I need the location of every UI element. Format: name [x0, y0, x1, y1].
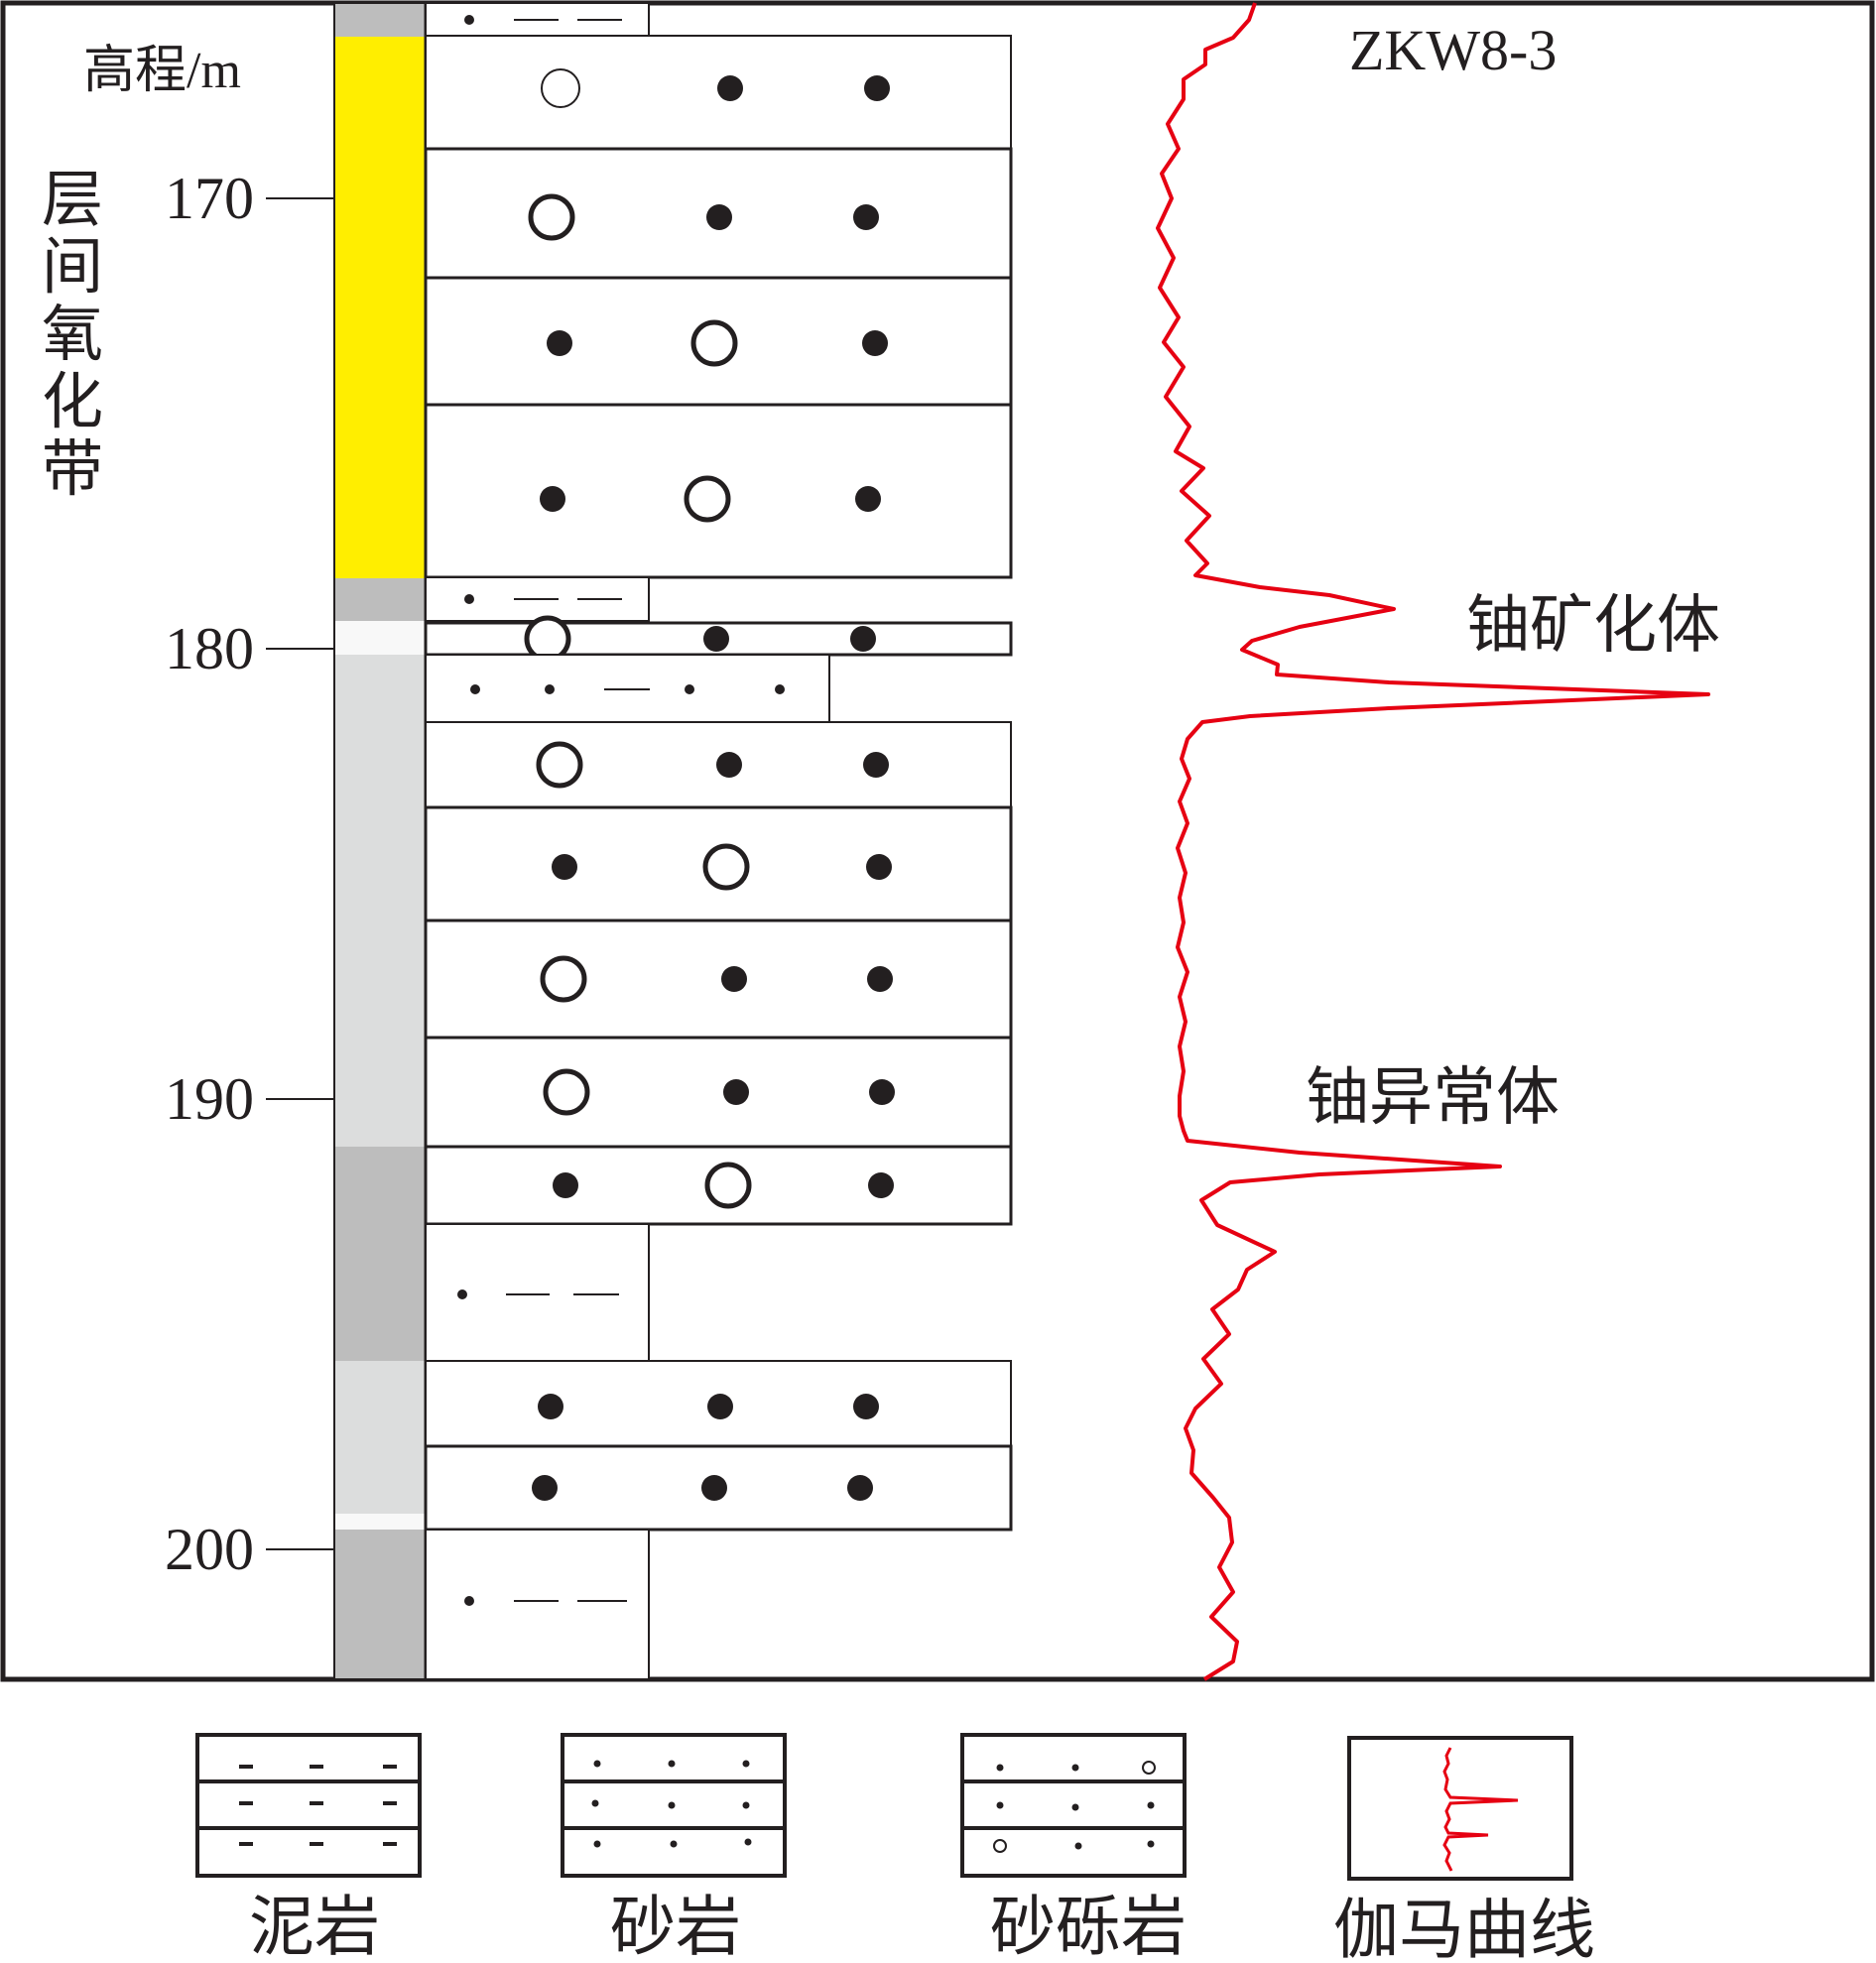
column-gray: [334, 578, 426, 621]
conglomerate-pattern-icon: [960, 1733, 1187, 1878]
silty-mudstone-layer: [425, 654, 830, 723]
conglomerate-layer: [425, 35, 1012, 150]
conglomerate-layer: [424, 805, 1013, 922]
depth-tick-label: 200: [165, 1517, 254, 1582]
column-light-gray: [334, 655, 426, 1147]
legend-item-sandstone: 砂岩: [561, 1733, 787, 1963]
conglomerate-layer: [424, 403, 1013, 579]
conglomerate-layer: [424, 615, 1013, 663]
legend-item-conglomerate: 砂砾岩: [960, 1733, 1187, 1963]
conglomerate-layer: [424, 1036, 1013, 1149]
column-oxidation-zone: [334, 37, 426, 578]
conglomerate-layer: [425, 721, 1012, 808]
conglomerate-layer: [424, 276, 1013, 407]
svg-text:层: 层: [42, 167, 103, 234]
mudstone-layer: [425, 2, 650, 37]
well-id-label: ZKW8-3: [1349, 18, 1557, 82]
svg-text:伽马曲线: 伽马曲线: [1333, 1895, 1595, 1963]
log-frame: [0, 0, 1875, 1682]
mudstone-layer: [425, 576, 650, 622]
column-gray: [334, 1530, 426, 1679]
conglomerate-layer: [424, 1145, 1013, 1226]
legend: 泥岩 砂岩: [195, 1733, 1595, 1963]
svg-text:泥岩: 泥岩: [249, 1892, 380, 1963]
conglomerate-layer: [424, 919, 1013, 1040]
anomaly-body-label: 铀异常体: [1306, 1062, 1560, 1133]
oxidation-zone-label: 层 间 氧 化 带: [42, 167, 103, 504]
svg-text:化: 化: [42, 369, 103, 436]
svg-text:氧: 氧: [42, 302, 103, 369]
svg-text:带: 带: [42, 436, 103, 504]
legend-item-mudstone: 泥岩: [195, 1733, 422, 1963]
svg-text:砂岩: 砂岩: [610, 1892, 741, 1963]
mudstone-layer: [425, 1529, 650, 1680]
depth-axis: 170 180 190 200: [165, 166, 334, 1582]
gamma-curve-symbol-icon: [1347, 1736, 1573, 1881]
depth-tick-label: 180: [165, 616, 254, 681]
zone-color-column: [333, 2, 427, 1680]
column-gray-top: [334, 3, 426, 37]
lithology-column: [424, 2, 1013, 1680]
elevation-axis-title: 高程/m: [83, 43, 241, 99]
sandstone-layer: [425, 1360, 1012, 1447]
sandstone-pattern-icon: [561, 1733, 787, 1878]
mudstone-pattern-icon: [195, 1733, 422, 1878]
sandstone-layer: [424, 1444, 1013, 1532]
conglomerate-layer: [424, 147, 1013, 280]
column-gray: [334, 1147, 426, 1361]
gamma-curve: [1156, 2, 1710, 1681]
column-white: [334, 1514, 426, 1530]
ore-body-label: 铀矿化体: [1466, 590, 1720, 661]
column-light-gray: [334, 1361, 426, 1514]
column-white: [334, 621, 426, 655]
depth-tick-label: 170: [165, 166, 254, 231]
legend-item-gamma-curve: 伽马曲线: [1333, 1736, 1595, 1963]
mudstone-layer: [425, 1223, 650, 1362]
svg-text:砂砾岩: 砂砾岩: [990, 1892, 1187, 1963]
svg-text:间: 间: [42, 234, 103, 302]
depth-tick-label: 190: [165, 1066, 254, 1132]
